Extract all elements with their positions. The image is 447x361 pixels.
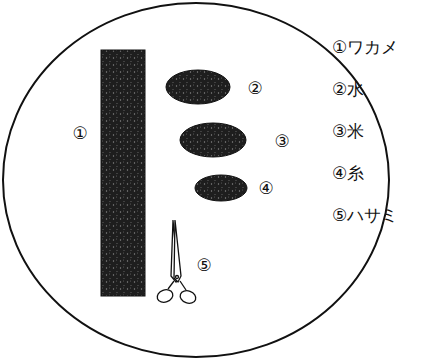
dish-outline — [3, 3, 389, 357]
callout-number: ⑤ — [196, 256, 211, 275]
callout-number: ③ — [274, 132, 289, 151]
rice-blob — [180, 123, 246, 157]
wakame-strip — [101, 50, 145, 296]
callout-number: ④ — [258, 179, 273, 198]
callout-number: ① — [72, 124, 87, 143]
callout-number: ② — [247, 79, 262, 98]
key-item: ③米 — [332, 122, 364, 141]
key-item: ④糸 — [332, 164, 364, 183]
scissors — [155, 220, 197, 305]
water-blob — [166, 70, 230, 104]
thread-blob — [195, 175, 247, 201]
key-item: ⑤ハサミ — [332, 206, 398, 225]
key-item: ①ワカメ — [332, 38, 398, 57]
key-item: ②水 — [332, 80, 364, 99]
